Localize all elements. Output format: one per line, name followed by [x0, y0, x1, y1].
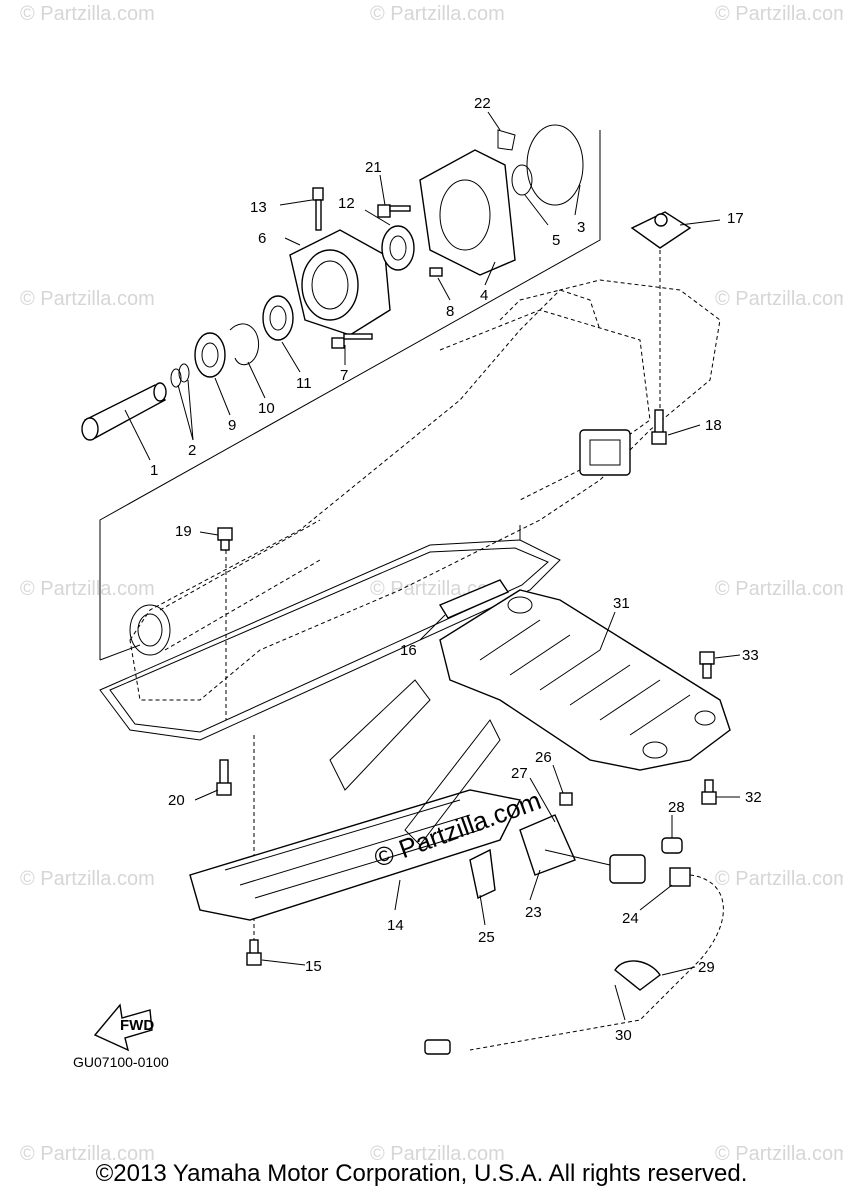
- o-ring: [178, 363, 190, 383]
- engine-cover: [439, 589, 731, 771]
- watermark: © Partzilla.com: [370, 1143, 505, 1165]
- callout-2: 2: [188, 442, 196, 459]
- bolt: [377, 204, 411, 218]
- watermark: © Partzilla.com: [715, 3, 843, 25]
- callout-7: 7: [340, 367, 348, 384]
- callout-12: 12: [338, 195, 355, 212]
- clip: [497, 129, 516, 151]
- callout-17: 17: [727, 210, 744, 227]
- callout-4: 4: [480, 287, 488, 304]
- callout-16: 16: [400, 642, 417, 659]
- bearing: [262, 295, 294, 341]
- callout-14: 14: [387, 917, 404, 934]
- callout-24: 24: [622, 910, 639, 927]
- o-ring: [511, 164, 533, 196]
- assembly-frame: [99, 130, 601, 661]
- bolt: [246, 939, 262, 966]
- callout-32: 32: [745, 789, 762, 806]
- forward-arrow-icon: FWD: [93, 1003, 154, 1052]
- callout-33: 33: [742, 647, 759, 664]
- watermark: © Partzilla.com: [370, 3, 505, 25]
- callout-5: 5: [552, 232, 560, 249]
- drive-shaft: [81, 382, 167, 441]
- callout-22: 22: [474, 95, 491, 112]
- callout-labels: 1 2 3 4 5 6 7 8 9 10 11 12 13 14 15 16 1…: [150, 95, 762, 1044]
- intermediate-housing: [129, 279, 721, 701]
- grease-plate: [630, 211, 692, 249]
- callout-18: 18: [705, 417, 722, 434]
- callout-13: 13: [250, 199, 267, 216]
- watermark: © Partzilla.com: [715, 1143, 843, 1165]
- cable-clamp: [614, 960, 661, 991]
- callout-25: 25: [478, 929, 495, 946]
- callout-19: 19: [175, 523, 192, 540]
- bolt: [699, 651, 715, 679]
- intake-bracket: [189, 679, 522, 921]
- collar: [661, 837, 683, 854]
- oil-seal: [381, 225, 415, 271]
- leader-lines: [124, 111, 741, 1021]
- callout-29: 29: [698, 959, 715, 976]
- gasket: [526, 124, 584, 206]
- bearing-housing: [289, 229, 391, 336]
- callout-15: 15: [305, 958, 322, 975]
- callout-23: 23: [525, 904, 542, 921]
- callout-20: 20: [168, 792, 185, 809]
- bolt: [216, 759, 232, 796]
- fwd-label: FWD: [120, 1017, 154, 1034]
- callout-1: 1: [150, 462, 158, 479]
- circlip: [229, 323, 260, 366]
- housing-gasket-inner: [109, 547, 549, 733]
- callout-10: 10: [258, 400, 275, 417]
- diagram-code: GU07100-0100: [73, 1054, 169, 1070]
- dowel-pin: [429, 267, 443, 277]
- bolt: [701, 779, 717, 805]
- callout-28: 28: [668, 799, 685, 816]
- lever-bracket: [519, 814, 576, 876]
- callout-9: 9: [228, 417, 236, 434]
- watermark: © Partzilla.com: [715, 578, 843, 600]
- bearing-cover: [419, 149, 516, 276]
- copyright-footer: ©2013 Yamaha Motor Corporation, U.S.A. A…: [95, 1160, 748, 1187]
- o-ring: [170, 368, 182, 388]
- callout-6: 6: [258, 230, 266, 247]
- cable-bracket: [469, 848, 496, 900]
- callout-21: 21: [365, 159, 382, 176]
- callout-30: 30: [615, 1027, 632, 1044]
- watermark: © Partzilla.com: [20, 1143, 155, 1165]
- watermark: © Partzilla.com: [20, 3, 155, 25]
- callout-3: 3: [577, 219, 585, 236]
- callout-11: 11: [296, 375, 312, 392]
- callout-31: 31: [613, 595, 630, 612]
- watermark: © Partzilla.com: [20, 288, 155, 310]
- watermark: © Partzilla.com: [20, 578, 155, 600]
- bolt: [651, 409, 667, 445]
- watermark: © Partzilla.com: [20, 868, 155, 890]
- nut: [559, 792, 573, 806]
- control-cable: [424, 849, 724, 1055]
- callout-27: 27: [511, 765, 528, 782]
- bearing: [194, 332, 226, 378]
- damper: [438, 525, 521, 619]
- grease-nipple: [217, 527, 233, 551]
- callout-26: 26: [535, 749, 552, 766]
- housing-gasket: [99, 539, 561, 741]
- bolt: [312, 187, 324, 231]
- watermark: © Partzilla.com: [715, 288, 843, 310]
- bolt: [331, 333, 373, 349]
- watermark-layer: © Partzilla.com © Partzilla.com © Partzi…: [20, 3, 843, 1165]
- callout-8: 8: [446, 303, 454, 320]
- watermark: © Partzilla.com: [715, 868, 843, 890]
